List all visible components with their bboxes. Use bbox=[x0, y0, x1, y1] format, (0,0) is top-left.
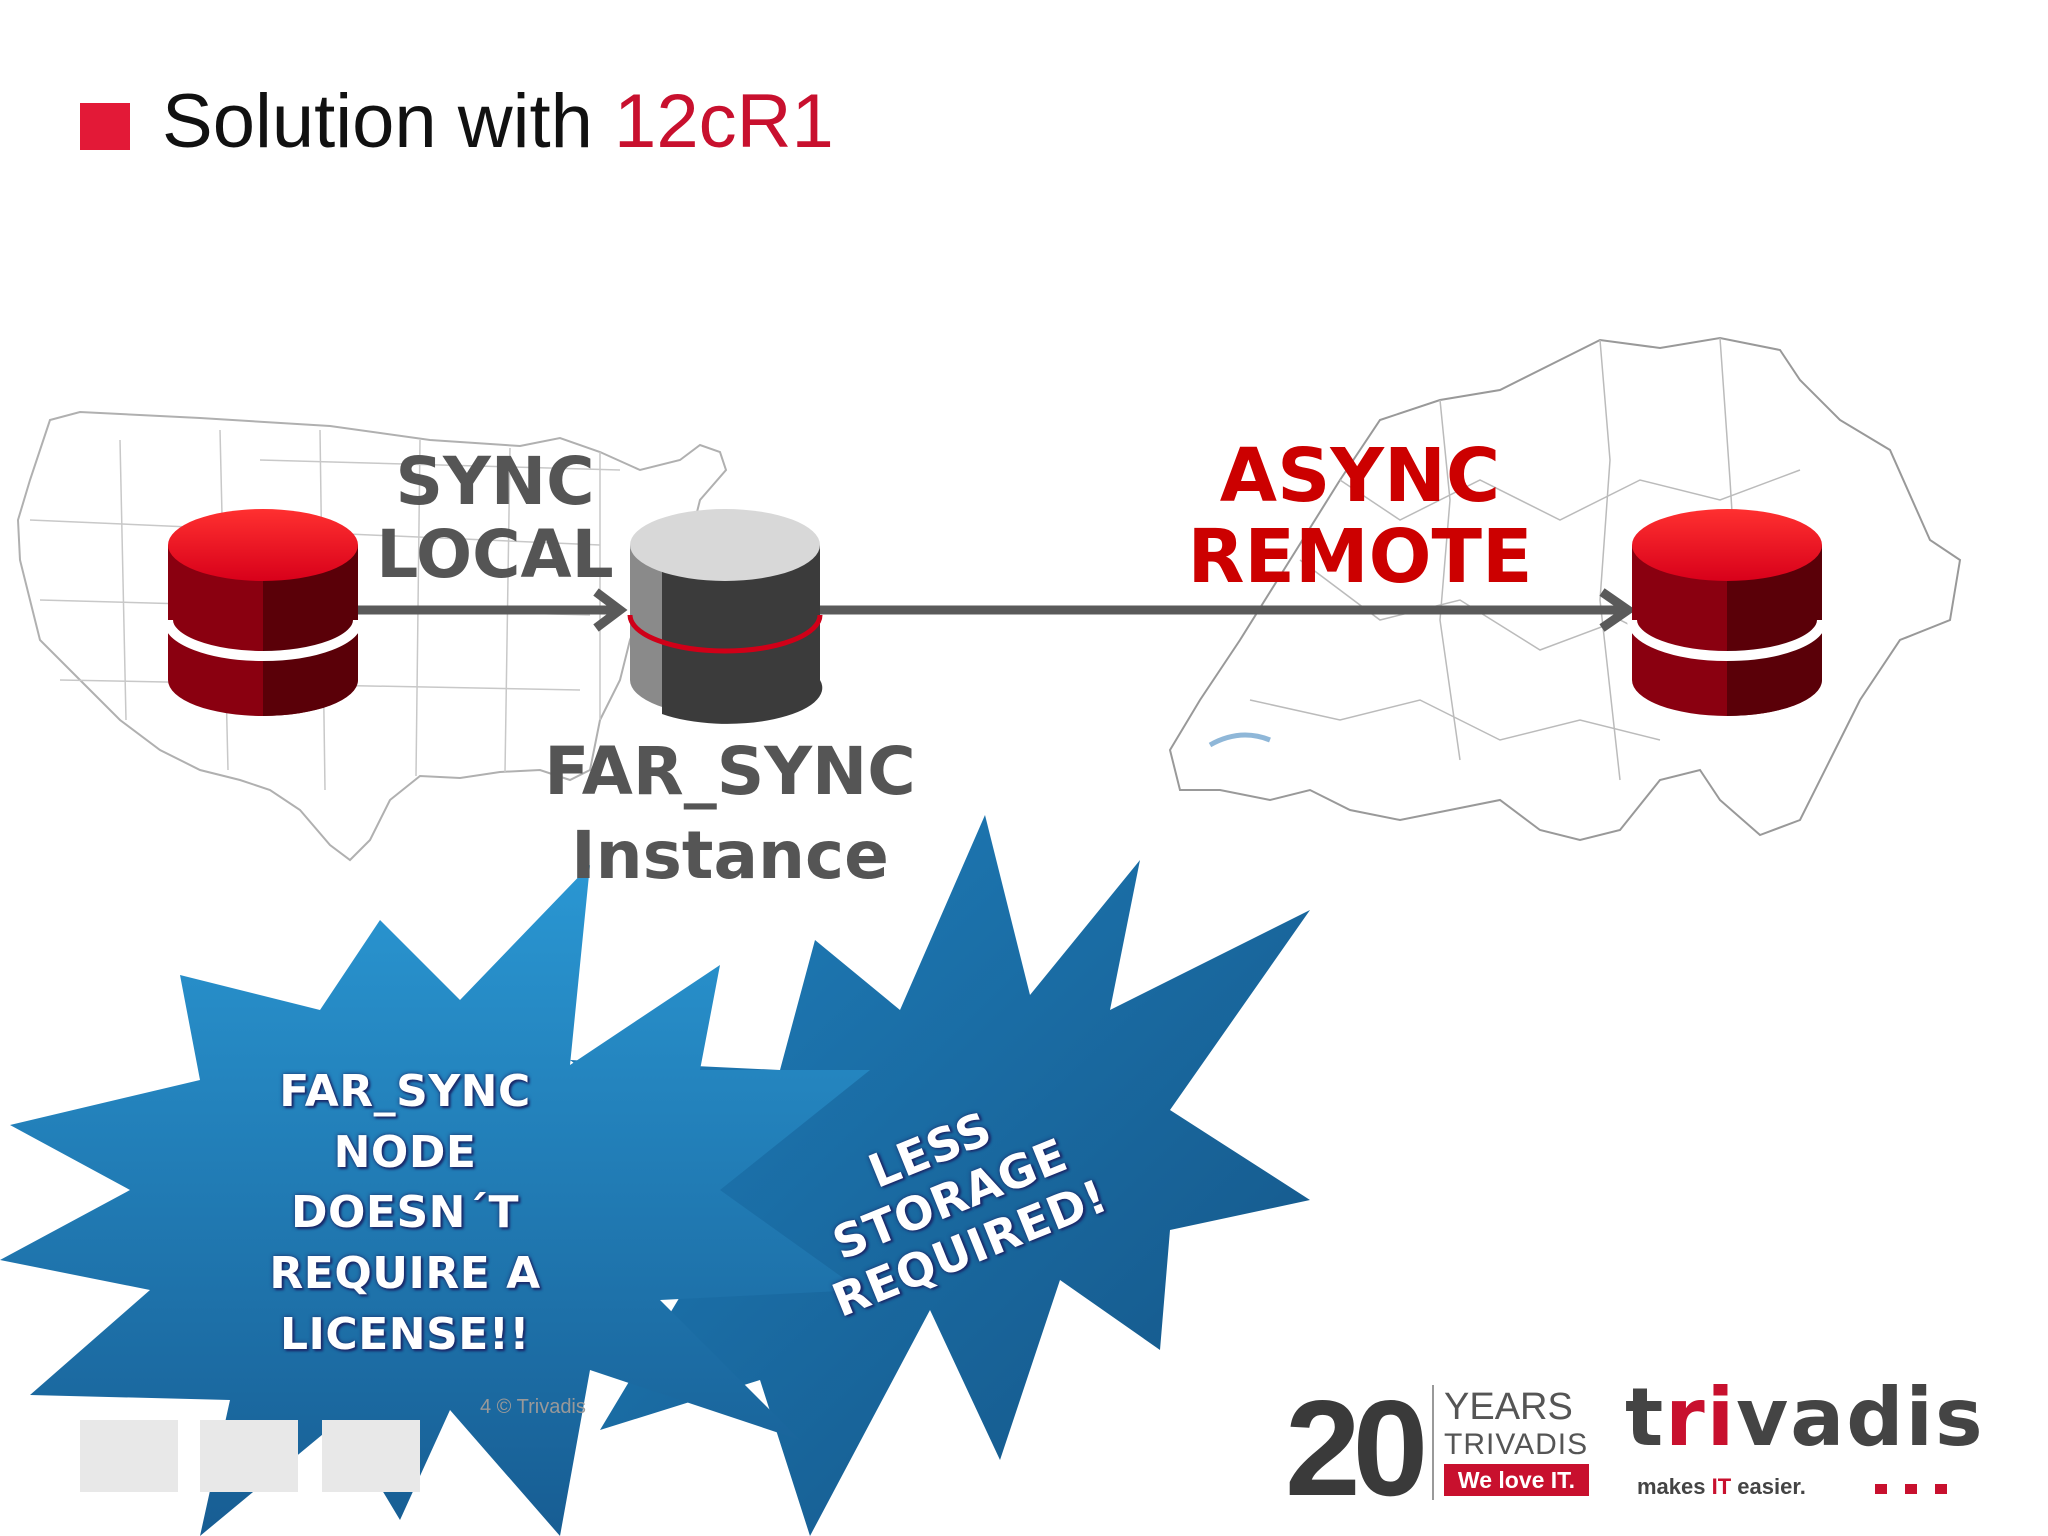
brand-tagline: makes IT easier. bbox=[1637, 1474, 1806, 1500]
sync-local-label: SYNC LOCAL bbox=[370, 443, 620, 593]
title-prefix: Solution with bbox=[162, 79, 593, 164]
footer-block bbox=[322, 1420, 420, 1492]
title-bullet bbox=[80, 103, 130, 150]
sync-arrow bbox=[355, 588, 628, 632]
page-title: Solution with 12cR1 bbox=[162, 78, 834, 165]
footer-block bbox=[200, 1420, 298, 1492]
far-sync-database-icon bbox=[627, 509, 823, 724]
tagline-part: IT bbox=[1711, 1474, 1732, 1499]
far-sync-label-line1: FAR_SYNC bbox=[544, 733, 916, 810]
license-line: NODE bbox=[333, 1126, 477, 1178]
footer-copyright: 4 © Trivadis bbox=[480, 1396, 586, 1418]
years-number: 20 bbox=[1285, 1372, 1428, 1524]
async-label-line2: REMOTE bbox=[1187, 514, 1533, 601]
async-label-line1: ASYNC bbox=[1219, 433, 1501, 519]
license-line: LICENSE!! bbox=[280, 1308, 530, 1360]
sync-label-line1: SYNC bbox=[395, 443, 595, 520]
license-burst-text: FAR_SYNC NODE DOESN´T REQUIRE A LICENSE!… bbox=[230, 1062, 580, 1366]
brand-wordmark: trivadis bbox=[1625, 1378, 1985, 1458]
sync-label-line2: LOCAL bbox=[376, 515, 614, 593]
storage-burst bbox=[560, 815, 1310, 1536]
license-line: DOESN´T bbox=[290, 1187, 519, 1239]
tagline-part: easier. bbox=[1731, 1474, 1806, 1499]
license-burst bbox=[0, 865, 870, 1536]
footer-block bbox=[80, 1420, 178, 1492]
switzerland-map bbox=[1168, 336, 1962, 842]
brand-part: vadis bbox=[1736, 1371, 1985, 1464]
logo-dot bbox=[1875, 1484, 1887, 1494]
license-line: FAR_SYNC bbox=[279, 1066, 531, 1117]
logo-dot bbox=[1935, 1484, 1947, 1494]
years-label: YEARS bbox=[1444, 1386, 1573, 1428]
far-sync-label-line2: Instance bbox=[571, 816, 889, 894]
brand-part: ri bbox=[1665, 1371, 1737, 1464]
async-arrow bbox=[820, 588, 1636, 632]
standby-database-icon bbox=[1627, 509, 1827, 716]
tagline-part: makes bbox=[1637, 1474, 1712, 1499]
logo-divider bbox=[1432, 1385, 1434, 1500]
brand-part: t bbox=[1625, 1371, 1666, 1464]
logo-dot bbox=[1905, 1484, 1917, 1494]
company-caps: TRIVADIS bbox=[1444, 1428, 1589, 1461]
far-sync-instance-label: FAR_SYNC Instance bbox=[540, 730, 920, 898]
title-highlight: 12cR1 bbox=[614, 79, 834, 164]
primary-database-icon bbox=[163, 509, 363, 716]
license-line: REQUIRE A bbox=[269, 1248, 541, 1300]
async-remote-label: ASYNC REMOTE bbox=[1170, 433, 1550, 601]
slogan-badge: We love IT. bbox=[1444, 1464, 1589, 1496]
